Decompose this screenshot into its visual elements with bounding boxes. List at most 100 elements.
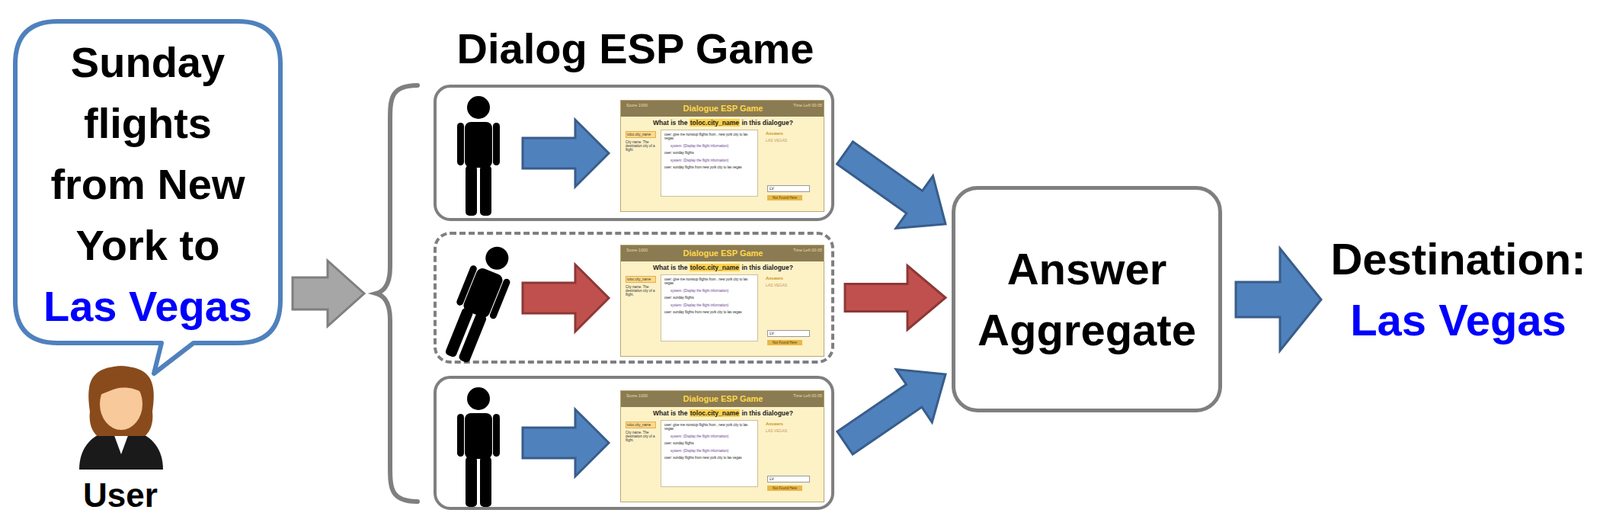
output-arrow	[1235, 248, 1322, 351]
question-line: What is the toloc.city_name in this dial…	[620, 264, 825, 272]
answer-item: LAS VEGAS	[765, 283, 820, 288]
user-turn: user: sunday flights from new york city …	[664, 455, 755, 460]
person-head	[467, 96, 490, 119]
slot-description: City name. The destination city of a fli…	[625, 284, 658, 298]
inner-arrow	[520, 404, 612, 481]
dialog-box: user: give me nonstop flights from , new…	[660, 274, 759, 342]
system-turn: system: (Display the flight information)	[664, 158, 755, 163]
slot-description: City name. The destination city of a fli…	[625, 430, 658, 443]
speech-bubble: Sunday flights from New York toLas Vegas	[12, 18, 284, 377]
user-turn: user: sunday flights	[664, 150, 755, 155]
answers-heading: Answers	[765, 275, 820, 281]
user-turn: user: sunday flights from new york city …	[664, 310, 755, 314]
input-arrow	[292, 260, 365, 327]
query-entity: Las Vegas	[33, 275, 263, 337]
user-turn: user: sunday flights	[664, 295, 755, 300]
person-arm	[492, 122, 500, 166]
user-turn: user: sunday flights	[664, 441, 755, 445]
output-value: Las Vegas	[1350, 293, 1567, 347]
slot-highlight: toloc.city_name	[689, 263, 740, 272]
person-arm	[455, 264, 478, 307]
edge-arrow-shape	[837, 369, 946, 455]
dialog-box: user: give me nonstop flights from , new…	[660, 419, 759, 487]
person-icon	[444, 383, 513, 513]
aggregate-label: Answer Aggregate	[972, 238, 1202, 361]
not-found-button: Not Found Here	[767, 195, 803, 201]
input-text: LV	[768, 185, 810, 192]
game-title: Dialogue ESP Game	[651, 103, 795, 114]
person-leg	[457, 312, 488, 364]
question-line: What is the toloc.city_name in this dial…	[620, 119, 825, 128]
inner-arrow-shape	[522, 264, 609, 332]
query-text: Sunday flights from New York to	[33, 32, 263, 276]
person-leg	[480, 165, 492, 216]
inner-arrow	[520, 259, 612, 336]
edge-arrow	[844, 265, 946, 330]
time-left: Time Left 00:05	[793, 102, 823, 108]
inner-arrow-shape	[522, 409, 609, 477]
question-text: in this dialogue?	[741, 263, 794, 272]
user-turn: user: give me nonstop flights from , new…	[664, 277, 755, 286]
question-text: What is the	[652, 118, 688, 127]
slot-description: City name. The destination city of a fli…	[625, 140, 658, 153]
user-icon	[79, 365, 164, 470]
system-turn: system: (Display the flight information)	[664, 448, 755, 453]
input-text: LV	[768, 476, 810, 482]
game-panel: Score 1000Dialogue ESP GameTime Left 00:…	[433, 375, 835, 510]
system-turn: system: (Display the flight information)	[664, 303, 755, 308]
game-screenshot: Score 1000Dialogue ESP GameTime Left 00:…	[620, 390, 825, 503]
person-figure	[436, 239, 522, 367]
person-leg	[465, 165, 477, 216]
person-leg	[465, 456, 477, 507]
slot-tag: toloc.city_name	[625, 421, 656, 429]
answer-input: LV	[767, 475, 810, 483]
question-text: What is the	[652, 409, 688, 417]
user-label: User	[83, 475, 158, 516]
user-turn: user: give me nonstop flights from , new…	[664, 132, 755, 141]
aggregate-box: Answer Aggregate	[951, 185, 1223, 413]
input-text: LV	[768, 330, 810, 336]
question-text: in this dialogue?	[741, 118, 794, 127]
slot-tag: toloc.city_name	[625, 275, 656, 283]
person-figure	[457, 387, 500, 507]
person-icon	[444, 92, 513, 222]
answer-item: LAS VEGAS	[765, 138, 820, 144]
person-arm	[488, 277, 511, 320]
edge-arrow-shape	[837, 141, 946, 229]
game-title: Dialogue ESP Game	[651, 393, 795, 404]
dialog-box: user: give me nonstop flights from , new…	[660, 129, 759, 197]
score-text: Score 1000	[624, 247, 650, 253]
edge-arrow	[837, 141, 946, 229]
person-figure	[457, 96, 500, 216]
person-arm	[457, 122, 464, 166]
person-head	[482, 243, 512, 273]
score-text: Score 1000	[624, 393, 650, 398]
game-title: Dialogue ESP Game	[651, 248, 795, 259]
game-screenshot: Score 1000Dialogue ESP GameTime Left 00:…	[620, 99, 825, 212]
answer-item: LAS VEGAS	[765, 428, 820, 434]
person-arm	[457, 413, 464, 457]
user-turn: user: sunday flights from new york city …	[664, 165, 755, 170]
slot-highlight: toloc.city_name	[689, 409, 740, 417]
group-title: Dialog ESP Game	[457, 22, 815, 74]
question-text: What is the	[652, 263, 688, 272]
question-text: in this dialogue?	[741, 409, 794, 417]
person-body	[464, 121, 493, 168]
group-brace	[376, 85, 418, 502]
inner-arrow	[520, 115, 612, 192]
time-left: Time Left 00:05	[793, 247, 823, 253]
output-key: Destination:	[1330, 232, 1586, 286]
not-found-button: Not Found Here	[767, 485, 803, 491]
game-panel: Score 1000Dialogue ESP GameTime Left 00:…	[433, 84, 835, 221]
score-text: Score 1000	[624, 102, 650, 108]
person-body	[464, 412, 493, 459]
system-turn: system: (Display the flight information)	[664, 144, 755, 148]
game-panel: Score 1000Dialogue ESP GameTime Left 00:…	[433, 231, 835, 364]
edge-arrow	[837, 369, 946, 455]
bubble-text: Sunday flights from New York toLas Vegas	[33, 32, 263, 337]
slot-tag: toloc.city_name	[625, 131, 656, 138]
answer-input: LV	[767, 185, 810, 192]
answers-heading: Answers	[765, 131, 820, 136]
edge-arrow-shape	[844, 265, 946, 330]
